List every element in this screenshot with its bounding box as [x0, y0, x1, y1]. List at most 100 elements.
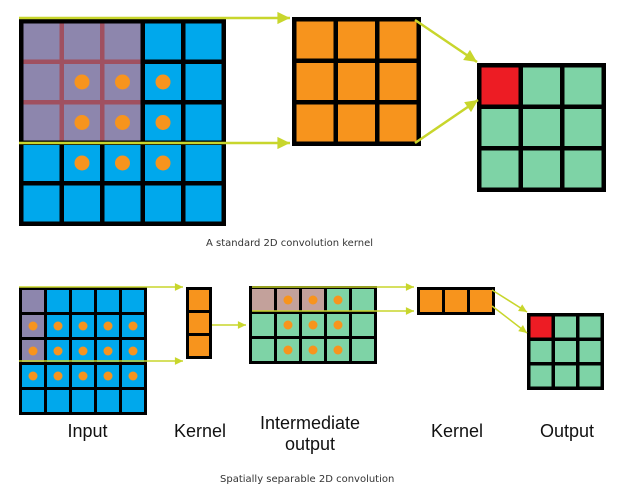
- standard-kernel-cell: [379, 21, 417, 59]
- separable-input-dot: [128, 321, 138, 331]
- intermediate-dot: [283, 295, 293, 305]
- separable-input-cell: [122, 290, 144, 312]
- input-dot: [115, 74, 130, 90]
- standard-input-cell: [185, 23, 222, 60]
- separable-input-cell: [97, 290, 119, 312]
- standard-output-cell: [481, 67, 519, 105]
- separable-input-dot: [28, 321, 38, 331]
- separable-input-dot: [78, 321, 88, 331]
- intermediate-output-cell: [252, 289, 274, 311]
- standard-kernel-cell: [338, 104, 375, 142]
- overlay-gridline: [59, 23, 64, 141]
- sep-arrow-input-top-head: [174, 283, 183, 291]
- separable-kernel-vertical-cell: [189, 313, 209, 333]
- standard-arrow-top-head: [277, 11, 290, 25]
- separable-input-cell: [72, 390, 94, 412]
- separable-input-dot: [78, 371, 88, 381]
- input-dot: [155, 155, 171, 171]
- standard-arrow-kernel-bottom-line: [414, 98, 479, 145]
- separable-input-dot: [103, 346, 113, 356]
- standard-kernel-cell: [296, 21, 334, 59]
- standard-convolution-caption: A standard 2D convolution kernel: [206, 238, 374, 249]
- standard-input-cell: [23, 104, 60, 141]
- sep-arrow-mid-top-head: [405, 283, 414, 291]
- intermediate-dot: [333, 320, 343, 330]
- separable-input-cell: [47, 390, 69, 412]
- intermediate-dot: [333, 345, 343, 355]
- output-label: Output: [539, 421, 595, 441]
- standard-input-cell: [104, 23, 141, 60]
- separable-input-dot: [53, 321, 63, 331]
- standard-kernel-cell: [379, 63, 417, 100]
- sep-arrow-mid-bottom-head: [405, 307, 414, 315]
- overlay-gridline: [23, 100, 141, 105]
- input-dot: [115, 115, 130, 130]
- overlay-gridline: [100, 23, 105, 141]
- standard-arrow-kernel-bottom-head: [464, 100, 478, 113]
- input-dot: [155, 115, 171, 130]
- input-dot: [74, 115, 90, 130]
- standard-output-cell: [564, 109, 602, 146]
- separable-output-cell: [555, 365, 576, 387]
- standard-input-cell: [23, 23, 60, 60]
- intermediate-dot: [283, 320, 293, 330]
- standard-output-cell: [523, 67, 560, 105]
- standard-input-cell: [23, 185, 60, 222]
- standard-arrow-kernel-top-head: [463, 49, 477, 62]
- intermediate-output-cell: [252, 339, 274, 361]
- separable-input-dot: [128, 371, 138, 381]
- separable-output-cell: [579, 316, 601, 338]
- standard-kernel-cell: [379, 104, 417, 142]
- separable-input-dot: [103, 321, 113, 331]
- separable-input-cell: [47, 290, 69, 312]
- standard-kernel-cell: [338, 63, 375, 100]
- separable-input-dot: [53, 371, 63, 381]
- input-dot: [115, 155, 130, 171]
- standard-input-cell: [185, 145, 222, 181]
- separable-convolution-caption: Spatially separable 2D convolution: [220, 474, 395, 485]
- separable-output-cell: [530, 341, 552, 362]
- input-dot: [74, 74, 90, 90]
- standard-output-cell: [523, 150, 560, 188]
- standard-input-cell: [185, 185, 222, 222]
- standard-output-cell: [481, 109, 519, 146]
- standard-output-cell: [523, 109, 560, 146]
- separable-kernel-vertical-cell: [189, 336, 209, 356]
- standard-input-cell: [64, 185, 100, 222]
- input-dot: [74, 155, 90, 171]
- separable-output-cell: [530, 316, 552, 338]
- separable-input-dot: [78, 346, 88, 356]
- separable-input-cell: [122, 390, 144, 412]
- separable-input-cell: [22, 390, 44, 412]
- separable-input-dot: [128, 346, 138, 356]
- intermediate-output-label: Intermediate output: [259, 413, 361, 454]
- input-dot: [155, 74, 171, 90]
- overlay-gridline: [23, 59, 141, 64]
- kernel-label-2: Kernel: [430, 421, 484, 441]
- standard-input-cell: [145, 23, 181, 60]
- intermediate-dot: [308, 320, 318, 330]
- separable-output-cell: [579, 365, 601, 387]
- standard-kernel-cell: [296, 104, 334, 142]
- standard-output-cell: [564, 67, 602, 105]
- standard-input-cell: [64, 23, 100, 60]
- separable-kernel-vertical-cell: [189, 290, 209, 310]
- standard-arrow-bottom-head: [277, 136, 290, 150]
- intermediate-dot: [283, 345, 293, 355]
- separable-input-dot: [53, 346, 63, 356]
- sep-arrow-kernel2-bottom-head: [518, 324, 527, 333]
- separable-input-dot: [28, 346, 38, 356]
- separable-input-dot: [103, 371, 113, 381]
- intermediate-dot: [308, 295, 318, 305]
- standard-input-cell: [185, 64, 222, 100]
- standard-output-cell: [481, 150, 519, 188]
- intermediate-output-cell: [352, 339, 374, 361]
- input-label: Input: [67, 421, 108, 441]
- separable-input-cell: [22, 290, 44, 312]
- standard-kernel-cell: [338, 21, 375, 59]
- standard-input-cell: [145, 185, 181, 222]
- separable-kernel-horizontal-cell: [470, 290, 492, 312]
- standard-input-cell: [23, 64, 60, 100]
- kernel-label-1: Kernel: [173, 421, 227, 441]
